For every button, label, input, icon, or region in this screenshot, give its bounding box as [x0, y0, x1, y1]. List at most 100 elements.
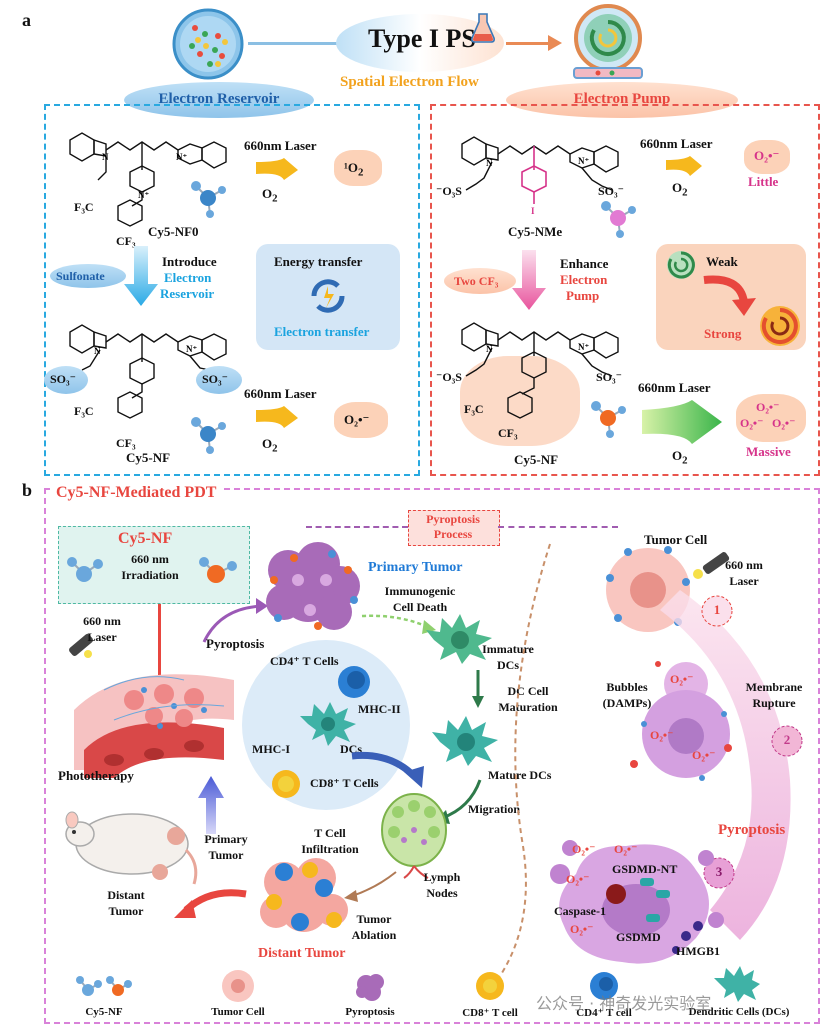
- sulfonate-label: Sulfonate: [56, 269, 105, 283]
- panel-b-box: [44, 488, 820, 1024]
- pyroptosis-process-1: Pyroptosis: [426, 512, 480, 526]
- introduce-reservoir-label: Reservoir: [160, 286, 215, 301]
- radical-massive-1: O₂•⁻: [756, 400, 780, 414]
- right-so3-ellipse: [196, 366, 242, 394]
- maturation-label-2: Maturation: [498, 700, 558, 714]
- panel-b-title: Cy5-NF-Mediated PDT: [52, 484, 221, 502]
- o2-molecule-blue-2-icon: [191, 417, 226, 454]
- panel-b-letter: b: [22, 480, 33, 500]
- pyroptosis-process-box: [408, 510, 500, 546]
- o2-label-4: O2: [672, 448, 688, 467]
- distant-arrow-icon: [174, 889, 247, 918]
- mhc2-label: MHC-II: [358, 702, 401, 716]
- laser-label-3: 660nm Laser: [640, 136, 713, 151]
- radical-left-label: O₂•⁻: [344, 412, 370, 427]
- cy5-nf0-structure: N N⁺ N⁺: [69, 132, 227, 227]
- radical-cloud-left: [334, 402, 388, 438]
- step-2-label: 2: [783, 732, 791, 747]
- irr-label-2: Irradiation: [121, 568, 179, 582]
- electron-pump-ellipse: [506, 82, 738, 118]
- singlet-oxygen-cloud: [334, 150, 382, 186]
- cd4-label: CD4⁺ T Cells: [270, 654, 339, 668]
- o2-label-3: O2: [672, 180, 688, 199]
- electron-reservoir-ellipse: [124, 82, 314, 118]
- legend-tumor-cell-icon: [222, 970, 254, 1002]
- nf-right-cf3-label: CF₃: [498, 426, 518, 440]
- maturation-arrow-icon: [472, 670, 484, 708]
- membrane-label-1: Membrane: [745, 680, 803, 694]
- flask-icon: [471, 13, 495, 43]
- pyro-radical-4: O₂•⁻: [570, 922, 594, 936]
- left-so3-ellipse: [44, 366, 88, 394]
- radical-massive-3: O₂•⁻: [772, 416, 796, 430]
- svg-text:N⁺: N⁺: [138, 190, 149, 200]
- legend-tumor-cell-label: Tumor Cell: [211, 1006, 265, 1018]
- cd8-t-cell-icon: [272, 770, 300, 798]
- membrane-label-2: Rupture: [752, 696, 796, 710]
- down-arrow-pink-icon: [512, 250, 546, 310]
- two-cf3-label: Two CF₃: [454, 274, 499, 288]
- pyro-radical-3: O₂•⁻: [566, 872, 590, 886]
- svg-text:N: N: [486, 158, 493, 168]
- step-2-marker: [771, 725, 803, 757]
- pyroptosis-label-b: Pyroptosis: [206, 636, 265, 651]
- pyroptosis-big-label: Pyroptosis: [718, 822, 786, 838]
- mhc1-label: MHC-I: [252, 742, 290, 756]
- curved-arrow-red-icon: [703, 275, 756, 316]
- arrow-right-icon: [548, 35, 562, 51]
- enhance-electron-label: Electron: [560, 272, 608, 287]
- svg-text:I: I: [531, 206, 535, 216]
- cy5-nme-structure: N N⁺ I: [461, 136, 619, 216]
- distant-label-2: Tumor: [108, 904, 144, 918]
- flow-line-right: [506, 42, 554, 45]
- pyro-radical-2: O₂•⁻: [614, 842, 638, 856]
- cy5-nf-structure-right: N N⁺: [461, 322, 619, 419]
- massive-label: Massive: [746, 444, 791, 459]
- lymph-node-icon: [381, 793, 447, 879]
- sulfonate-ellipse: [50, 264, 126, 288]
- bubbles-label-1: Bubbles: [606, 680, 648, 694]
- rupturing-cell-image: [630, 661, 732, 781]
- laser-label-4: 660nm Laser: [638, 380, 711, 395]
- pyroptosis-process-2: Process: [433, 527, 473, 541]
- svg-text:N: N: [486, 344, 493, 354]
- svg-text:N: N: [102, 152, 109, 162]
- energy-transfer-label: Energy transfer: [274, 254, 363, 269]
- icd-arrow-icon: [361, 614, 436, 634]
- nf0-f3c-label: F₃C: [74, 200, 94, 214]
- spatial-electron-flow-label: Spatial Electron Flow: [340, 74, 479, 90]
- down-arrow-blue-icon: [124, 246, 158, 306]
- electron-reservoir-box: [44, 104, 420, 476]
- radical-massive-2: O₂•⁻: [740, 416, 764, 430]
- o2-label-2: O2: [262, 436, 278, 455]
- cy5nf-orange-molecule-icon: [199, 557, 237, 583]
- svg-text:N: N: [94, 346, 101, 356]
- svg-text:N⁺: N⁺: [176, 152, 187, 162]
- ablation-label-1: Tumor: [356, 912, 392, 926]
- laser-left-2: Laser: [87, 630, 117, 644]
- pyroptotic-cell-image: [550, 840, 724, 964]
- infiltration-arrow-icon: [344, 871, 397, 902]
- phototherapy-label: Phototherapy: [58, 768, 134, 783]
- introduce-label: Introduce: [162, 254, 217, 269]
- legend-pyroptosis-label: Pyroptosis: [345, 1006, 395, 1018]
- cy5-nf-left-label: Cy5-NF: [126, 450, 171, 465]
- weak-vortex-icon: [667, 251, 695, 279]
- singlet-oxygen-label: ¹O2: [344, 160, 364, 179]
- laser-label-1: 660nm Laser: [244, 138, 317, 153]
- nme-o3s-label: ⁻O₃S: [436, 184, 462, 198]
- radical-little-label: O₂•⁻: [754, 148, 780, 163]
- pyro-radical-1: O₂•⁻: [572, 842, 596, 856]
- rupture-radical-2: O₂•⁻: [650, 728, 674, 742]
- primary-tumor-cluster-image: [266, 542, 360, 630]
- gsdmd-nt-label: GSDMD-NT: [612, 862, 678, 876]
- two-cf3-ellipse: [444, 268, 516, 294]
- enhance-label: Enhance: [560, 256, 609, 271]
- laser-beam: [158, 604, 161, 684]
- laser-arrow-3-icon: [666, 156, 702, 176]
- introduce-electron-label: Electron: [164, 270, 212, 285]
- svg-text:N⁺: N⁺: [578, 156, 589, 166]
- cy5-nme-label: Cy5-NMe: [508, 224, 563, 239]
- lymph-label-1: Lymph: [423, 870, 461, 884]
- gsdmd-label: GSDMD: [616, 930, 661, 944]
